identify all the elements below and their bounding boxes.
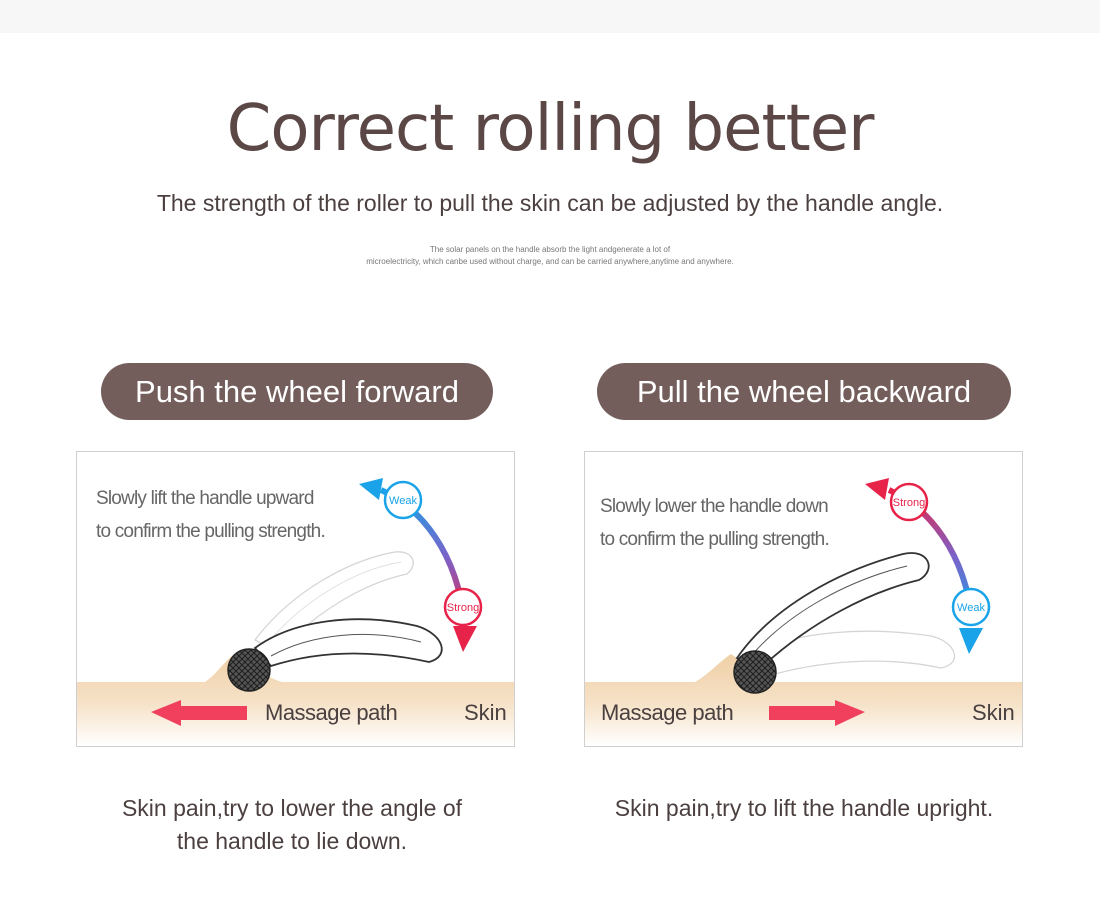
skin-label: Skin [972, 700, 1015, 725]
strong-badge-label: Strong [893, 497, 925, 509]
instruction-line: Slowly lower the handle down [600, 496, 829, 517]
fine-print-line: The solar panels on the handle absorb th… [429, 245, 671, 254]
weak-badge [951, 587, 991, 627]
massage-path-label: Massage path [601, 700, 734, 725]
pull-backward-diagram: Strong Weak Slowly lower the handle down… [584, 451, 1023, 747]
strong-badge-label: Strong [447, 602, 479, 614]
skin-surface [77, 652, 514, 746]
weak-arrow-head [959, 628, 983, 654]
page-title: Correct rolling better [226, 92, 875, 166]
tip-line: the handle to lie down. [176, 828, 408, 854]
heading-push-forward: Push the wheel forward [101, 363, 493, 420]
weak-arrow-head [359, 478, 383, 500]
instruction-line: Slowly lift the handle upward [96, 488, 314, 509]
strong-badge [443, 587, 483, 627]
roller-ball [227, 648, 271, 692]
strong-badge [889, 482, 929, 522]
strong-arrow-head [453, 626, 477, 652]
weak-badge [383, 480, 423, 520]
handle-ghost-line [266, 561, 402, 645]
fine-print-line: microelectricity, which canbe used witho… [366, 257, 734, 266]
page-subtitle: The strength of the roller to pull the s… [156, 190, 944, 216]
handle-groove [750, 565, 908, 657]
handle [253, 618, 443, 668]
handle-ghost [254, 551, 414, 653]
weak-badge-label: Weak [389, 495, 417, 507]
skin-surface [585, 654, 1022, 746]
push-forward-illustration: Weak Strong [77, 478, 514, 746]
massage-path-label: Massage path [265, 700, 398, 725]
instruction-text: Slowly lift the handle upward to confirm… [96, 482, 326, 548]
top-bar [0, 0, 1100, 33]
fine-print: The solar panels on the handle absorb th… [0, 244, 1100, 268]
push-forward-diagram: Weak Strong Slowly lift the handle upwar… [76, 451, 515, 747]
strong-arrow-head [865, 478, 889, 500]
roller-ball [733, 650, 777, 694]
massage-path-arrow-right [769, 700, 865, 726]
pull-backward-illustration: Strong Weak [585, 478, 1022, 746]
instruction-line: to confirm the pulling strength. [96, 521, 326, 542]
instruction-text: Slowly lower the handle down to confirm … [600, 490, 830, 556]
massage-path-arrow-left [151, 700, 247, 726]
tip-line: Skin pain,try to lift the handle upright… [614, 795, 994, 821]
right-tip: Skin pain,try to lift the handle upright… [584, 792, 1024, 825]
skin-label: Skin [464, 700, 507, 725]
heading-pull-backward: Pull the wheel backward [597, 363, 1011, 420]
left-tip: Skin pain,try to lower the angle of the … [86, 792, 498, 858]
tip-line: Skin pain,try to lower the angle of [121, 795, 463, 821]
weak-badge-label: Weak [957, 602, 985, 614]
handle [735, 552, 930, 668]
handle-ghost [755, 630, 956, 675]
handle-groove [270, 633, 422, 657]
instruction-line: to confirm the pulling strength. [600, 529, 830, 550]
